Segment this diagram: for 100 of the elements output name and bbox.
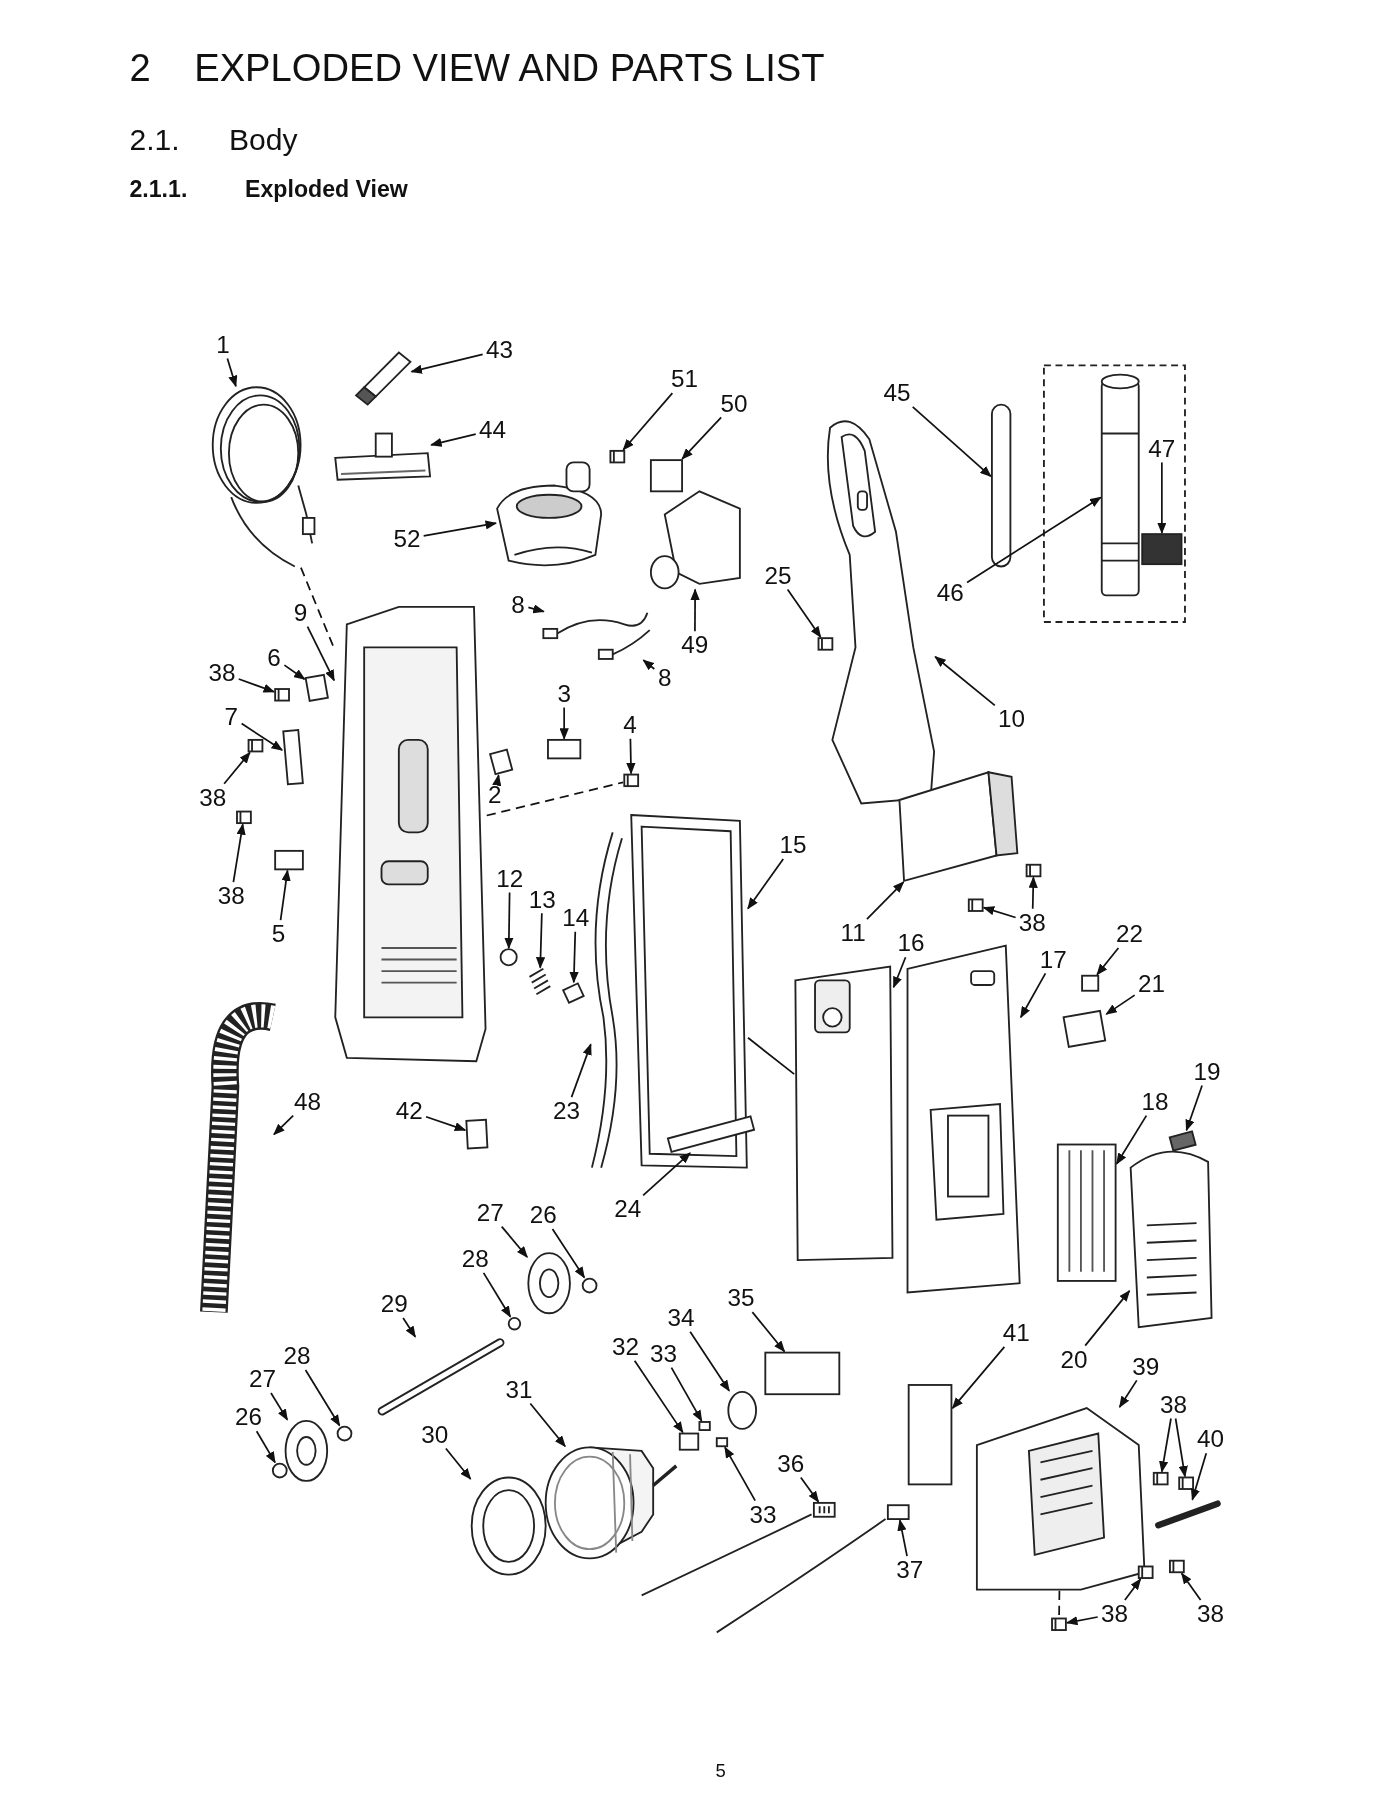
callout-number: 46	[935, 580, 965, 606]
leader-line	[1019, 972, 1047, 1019]
callout-number: 13	[527, 886, 557, 913]
power-cord-drawing	[211, 386, 316, 568]
screw-drawing	[274, 688, 290, 702]
assembly-line	[747, 1036, 796, 1075]
wire-nut-drawing	[465, 1118, 489, 1150]
section-heading: Exploded View	[245, 175, 408, 203]
callout-number: 28	[460, 1246, 490, 1272]
callout-number: 38	[1195, 1601, 1226, 1627]
leader-line	[240, 722, 284, 751]
washer-drawing	[581, 1277, 598, 1294]
plate-drawing	[907, 1384, 953, 1486]
wire-drawing	[591, 831, 623, 1169]
leader-line	[402, 1317, 417, 1338]
leader-line	[279, 869, 291, 922]
handle-drawing	[826, 420, 936, 805]
leader-line	[273, 1114, 295, 1136]
leader-line	[1028, 876, 1038, 910]
screw-drawing	[967, 898, 984, 912]
grill-drawing	[1129, 1150, 1213, 1329]
washer-drawing	[271, 1462, 288, 1479]
screw-drawing	[236, 810, 252, 825]
leader-line	[283, 664, 306, 681]
switch-drawing	[547, 738, 582, 760]
leader-line	[410, 353, 484, 374]
callout-number: 27	[247, 1366, 278, 1392]
callout-number: 3	[556, 680, 573, 707]
assembly-line	[485, 781, 624, 817]
leader-line	[255, 1430, 276, 1464]
gasket-drawing	[764, 1351, 841, 1396]
extension-wand-drawing	[1100, 373, 1140, 597]
dust-bag-drawing	[794, 965, 894, 1262]
callout-number: 37	[895, 1557, 925, 1583]
wire-connector-drawing	[886, 1504, 910, 1520]
leader-line	[527, 604, 545, 614]
leader-line	[1084, 1289, 1131, 1347]
wheel-drawing	[284, 1419, 329, 1482]
bracket-drawing	[649, 490, 741, 590]
leader-line	[1105, 994, 1136, 1015]
leader-line	[622, 392, 674, 451]
leader-line	[681, 416, 723, 460]
screw-drawing	[1178, 1476, 1194, 1490]
callout-number: 38	[216, 883, 246, 909]
brush-tool-drawing	[354, 351, 412, 406]
leader-line	[270, 1392, 289, 1421]
clip-drawing	[649, 459, 683, 493]
leader-line	[911, 406, 992, 478]
callout-number: 38	[198, 784, 228, 811]
callout-number: 16	[896, 930, 926, 957]
callout-number: 39	[1131, 1353, 1161, 1380]
leader-line	[1157, 461, 1167, 535]
callout-number: 33	[648, 1341, 679, 1367]
leader-line	[500, 1225, 529, 1258]
ring-drawing	[470, 1476, 547, 1576]
leader-line	[642, 1152, 691, 1197]
callout-number: 38	[1017, 909, 1048, 936]
motor-drawing	[544, 1446, 678, 1560]
leader-line	[690, 588, 700, 633]
callout-number: 9	[292, 600, 309, 626]
callout-number: 44	[477, 417, 508, 443]
screw-drawing	[698, 1421, 711, 1431]
leader-line	[445, 1447, 472, 1480]
wire-connector-drawing	[812, 1501, 836, 1518]
section-number: 2	[129, 46, 151, 91]
washer-drawing	[336, 1425, 353, 1442]
callout-number: 2	[486, 782, 503, 809]
leader-line	[430, 433, 477, 447]
screw-drawing	[1025, 863, 1042, 878]
section-number: 2.1.1.	[129, 175, 188, 203]
turbo-tool-drawing	[496, 461, 603, 567]
ring-drawing	[499, 948, 518, 967]
callout-number: 1	[215, 331, 232, 358]
latch-spring-drawing	[1062, 1009, 1107, 1048]
callout-number: 8	[510, 591, 526, 618]
callout-number: 29	[379, 1291, 409, 1317]
filter-drawing	[1056, 1143, 1117, 1282]
callout-number: 20	[1059, 1346, 1089, 1373]
leader-line	[951, 1345, 1006, 1409]
leader-line	[226, 357, 238, 388]
callout-number: 52	[392, 526, 422, 552]
callout-number: 31	[504, 1376, 534, 1403]
leader-line	[1185, 1084, 1203, 1132]
callout-number: 24	[613, 1196, 643, 1222]
mount-drawing	[678, 1432, 700, 1451]
screw-drawing	[715, 1437, 729, 1448]
callout-number: 4	[622, 712, 638, 738]
screw-drawing	[609, 449, 626, 464]
screw-drawing	[817, 637, 834, 651]
callout-number: 51	[669, 366, 700, 392]
leader-line	[304, 1369, 341, 1427]
callout-number: 40	[1195, 1426, 1226, 1452]
leader-line	[232, 823, 246, 883]
screw-drawing	[1169, 1559, 1185, 1574]
hose-drawing	[200, 1002, 275, 1313]
motor-housing-drawing	[975, 1407, 1146, 1591]
cover-cap-drawing	[898, 771, 1019, 883]
leader-line	[934, 655, 996, 707]
leader-line	[897, 1519, 908, 1557]
callout-number: 45	[882, 380, 912, 406]
